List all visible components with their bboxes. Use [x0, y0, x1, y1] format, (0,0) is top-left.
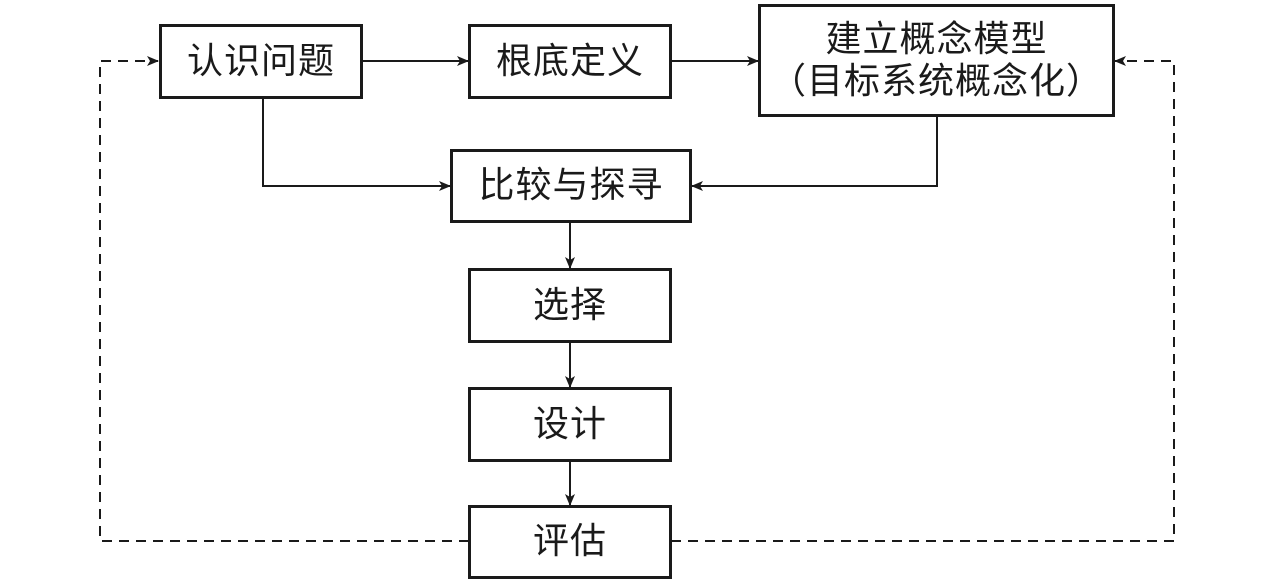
arrow-model-to-compare: [691, 116, 938, 191]
node-compare-explore: 比较与探寻: [450, 149, 692, 223]
node-design-label: 设计: [532, 403, 607, 445]
node-evaluate: 评估: [468, 505, 672, 579]
node-build-conceptual-model: 建立概念模型 （目标系统概念化）: [758, 4, 1115, 117]
node-root-definition-label: 根底定义: [495, 40, 644, 82]
feedback-evaluate-to-model: [671, 56, 1175, 542]
node-design: 设计: [468, 387, 672, 462]
node-select: 选择: [468, 268, 672, 343]
feedback-evaluate-to-recognize: [99, 56, 469, 542]
node-recognize-problem-label: 认识问题: [186, 40, 335, 82]
node-build-conceptual-model-line2: （目标系统概念化）: [769, 60, 1103, 102]
node-recognize-problem: 认识问题: [159, 24, 363, 99]
node-build-conceptual-model-line1: 建立概念模型: [825, 19, 1048, 61]
node-root-definition: 根底定义: [468, 24, 672, 99]
node-evaluate-label: 评估: [532, 521, 607, 563]
node-select-label: 选择: [532, 284, 607, 326]
node-compare-explore-label: 比较与探寻: [478, 165, 664, 207]
arrow-recognize-to-compare: [262, 97, 451, 191]
